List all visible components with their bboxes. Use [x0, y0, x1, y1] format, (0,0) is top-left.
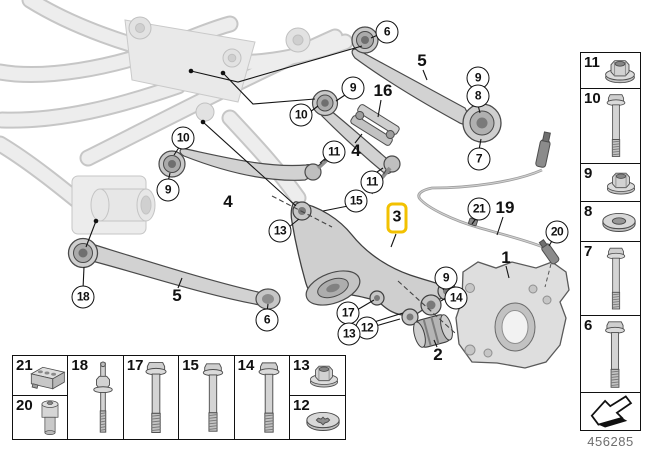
subframe: [0, 0, 354, 235]
part-number: 15: [182, 357, 199, 374]
label-1[interactable]: 1: [501, 248, 511, 267]
wheel-carrier-1: [455, 261, 570, 369]
trailing-arm-5-upper: [351, 26, 502, 143]
part-box-21-20: 21 20: [12, 355, 69, 440]
direction-arrow-box[interactable]: [580, 392, 641, 432]
part-number: 11: [584, 54, 600, 71]
part-number: 21: [16, 357, 33, 374]
part-box-11[interactable]: 11: [580, 52, 641, 90]
adjuster-plate-16: [350, 104, 400, 146]
hex-bolt-icon: [258, 361, 280, 433]
direction-arrow-icon: [590, 395, 632, 429]
sensor-20: [538, 239, 560, 265]
cable-connector: [535, 131, 551, 168]
highlighted-callout-3[interactable]: 3: [386, 202, 408, 234]
part-number: 7: [584, 242, 593, 260]
callout-17[interactable]: 17: [336, 301, 360, 325]
long-bolt-icon: [607, 247, 626, 310]
part-box-7[interactable]: 7: [580, 240, 641, 317]
cable-holder-icon: [30, 366, 65, 390]
hex-bolt-icon: [145, 361, 167, 433]
stud-bolt-icon: [92, 361, 113, 433]
part-number: 9: [584, 164, 593, 182]
label-16[interactable]: 16: [373, 81, 393, 100]
part-number: 6: [584, 317, 593, 335]
callout-7[interactable]: 7: [467, 147, 491, 171]
part-box-13-12: 13 12: [289, 355, 347, 440]
part-number: 17: [126, 357, 144, 374]
label-5[interactable]: 5: [172, 286, 182, 305]
part-number: 20: [16, 397, 33, 415]
part-number: 13: [293, 357, 310, 374]
label-2[interactable]: 2: [433, 345, 443, 364]
callout-10[interactable]: 10: [289, 103, 313, 127]
label-4[interactable]: 4: [351, 141, 361, 160]
part-box-21[interactable]: 21: [12, 355, 69, 397]
right-fastener-column: 11 10 9 8 7 6: [580, 52, 641, 432]
part-box-10[interactable]: 10: [580, 88, 641, 165]
control-arm-4-upper: [311, 89, 401, 182]
callout-21[interactable]: 21: [467, 197, 491, 221]
lower-control-arm-3: [290, 201, 457, 326]
callout-15[interactable]: 15: [344, 189, 368, 213]
label-5[interactable]: 5: [417, 51, 427, 70]
callout-11[interactable]: 11: [322, 140, 346, 164]
callout-18[interactable]: 18: [71, 285, 95, 309]
hex-bolt-icon: [607, 94, 626, 158]
callout-11[interactable]: 11: [360, 170, 384, 194]
callout-14[interactable]: 14: [444, 286, 468, 310]
part-box-9[interactable]: 9: [580, 162, 641, 203]
label-4[interactable]: 4: [223, 192, 233, 211]
spacer-sleeve-icon: [41, 400, 59, 435]
label-19[interactable]: 19: [495, 198, 515, 217]
part-box-8[interactable]: 8: [580, 201, 641, 243]
callout-13[interactable]: 13: [337, 322, 361, 346]
control-arm-4-lower: [158, 148, 333, 181]
part-number: 18: [71, 357, 89, 374]
flange-nut-icon: [606, 172, 636, 195]
trailing-arm-5-lower: [67, 237, 281, 310]
hex-bolt-icon: [203, 362, 224, 432]
part-box-14[interactable]: 14: [233, 355, 291, 440]
callout-9[interactable]: 9: [434, 266, 458, 290]
callout-20[interactable]: 20: [545, 220, 569, 244]
part-box-6[interactable]: 6: [580, 315, 641, 395]
part-number: 14: [237, 357, 255, 374]
callout-9[interactable]: 9: [156, 178, 180, 202]
bottom-fastener-row: 21 20 18 17 15 14 13: [12, 355, 347, 440]
callout-13[interactable]: 13: [268, 219, 292, 243]
part-box-20[interactable]: 20: [12, 395, 69, 440]
part-number: 8: [584, 203, 593, 221]
part-number: 12: [293, 397, 310, 415]
flange-nut-icon: [605, 60, 635, 84]
callout-6[interactable]: 6: [375, 20, 399, 44]
flange-nut-icon: [309, 365, 339, 388]
diagram-code: 456285: [587, 434, 634, 449]
callout-8[interactable]: 8: [466, 84, 490, 108]
part-box-17[interactable]: 17: [122, 355, 180, 440]
sensor-cable: [417, 131, 560, 288]
hex-bolt-icon: [605, 320, 626, 388]
part-box-13[interactable]: 13: [289, 355, 347, 397]
callout-10[interactable]: 10: [171, 126, 195, 150]
part-box-12[interactable]: 12: [289, 395, 347, 440]
part-box-18[interactable]: 18: [67, 355, 125, 440]
leader-lines: [82, 33, 554, 348]
splined-washer-icon: [306, 412, 340, 432]
part-number: 10: [584, 90, 601, 108]
callout-9[interactable]: 9: [341, 76, 365, 100]
washer-icon: [602, 212, 636, 232]
part-box-15[interactable]: 15: [178, 355, 236, 440]
callout-6[interactable]: 6: [255, 308, 279, 332]
bushing-2: [413, 314, 453, 348]
